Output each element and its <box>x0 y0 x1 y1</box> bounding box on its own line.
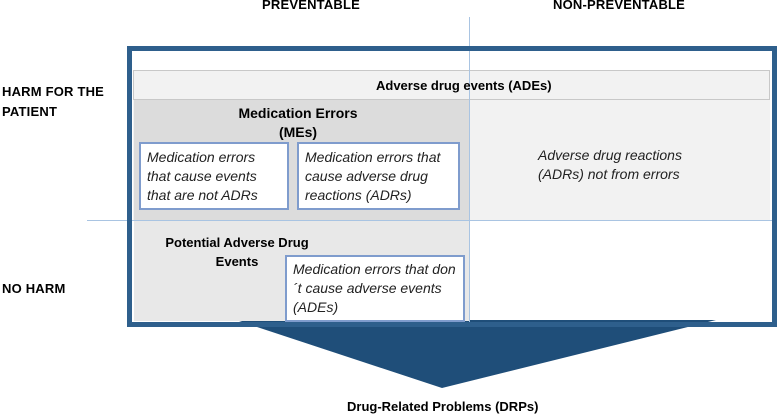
box-me-not-adrs: Medication errors that cause events that… <box>139 142 289 210</box>
column-header-preventable: PREVENTABLE <box>262 0 361 12</box>
box-me-adrs: Medication errors that cause adverse dru… <box>297 142 460 210</box>
ades-label: Adverse drug events (ADEs) <box>376 78 552 93</box>
outer-frame <box>127 46 777 327</box>
row-header-harm: HARM FOR THE PATIENT <box>2 84 105 119</box>
text-adrs-not-errors: Adverse drug reactions (ADRs) not from e… <box>538 147 682 182</box>
horizontal-divider <box>87 220 777 221</box>
drps-label: Drug-Related Problems (DRPs) <box>347 399 539 414</box>
vertical-divider <box>469 17 470 324</box>
medication-errors-label: Medication Errors (MEs) <box>238 105 358 140</box>
potential-ades-label: Potential Adverse Drug Events <box>165 235 309 269</box>
box-me-no-ades: Medication errors that don´t cause adver… <box>285 255 465 322</box>
column-header-non-preventable: NON-PREVENTABLE <box>553 0 686 12</box>
row-header-no-harm: NO HARM <box>2 281 66 296</box>
ades-outline <box>133 70 770 100</box>
